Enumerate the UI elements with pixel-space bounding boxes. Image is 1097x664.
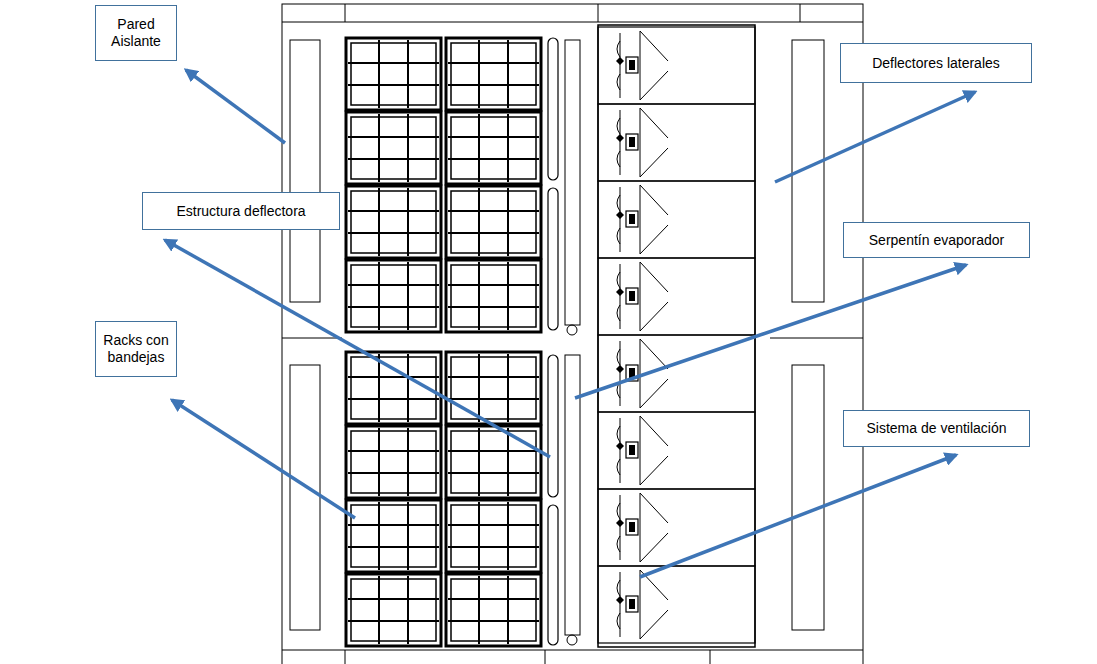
leader-arrow [775, 92, 975, 182]
tray [446, 260, 541, 332]
callout-box: Pared Aislante [95, 5, 177, 61]
tray [446, 112, 541, 184]
callout-box: Serpentín evaporador [843, 222, 1030, 258]
tray [446, 500, 541, 572]
wall-tab [345, 4, 346, 22]
outer-wall [282, 4, 863, 664]
leader-arrow [575, 265, 966, 398]
tray [346, 38, 441, 110]
side-deflector [290, 40, 320, 302]
callout-label: Estructura deflectora [176, 203, 305, 220]
callout-label: Racks con bandejas [102, 332, 170, 366]
tray [346, 574, 441, 646]
side-deflector [792, 365, 824, 630]
leader-arrow [165, 240, 550, 457]
side-deflector [290, 365, 320, 630]
wall-tab [800, 4, 801, 22]
wall-tab [345, 650, 346, 664]
leader-arrow [172, 400, 355, 518]
callout-box: Sistema de ventilación [843, 410, 1030, 447]
tray [446, 352, 541, 424]
deflector-structure [548, 38, 558, 645]
tray [446, 38, 541, 110]
callout-box: Estructura deflectora [142, 192, 340, 230]
inner-wall-line [282, 22, 863, 23]
leader-arrows [165, 70, 975, 577]
tray [446, 186, 541, 258]
tray [346, 186, 441, 258]
callout-label: Deflectores laterales [872, 55, 1000, 72]
tray [446, 426, 541, 498]
leader-arrow [186, 70, 285, 143]
leader-arrow [640, 455, 956, 577]
wall-tab [598, 4, 599, 22]
wall-tab [710, 650, 711, 664]
evaporator-coil [565, 40, 580, 645]
tray [346, 112, 441, 184]
callout-label: Sistema de ventilación [866, 420, 1006, 437]
wall-tab [545, 650, 546, 664]
wall-divider [282, 338, 342, 339]
inner-wall-line [282, 650, 863, 651]
tray [346, 260, 441, 332]
tray-racks [346, 38, 541, 646]
ventilation-system [598, 25, 755, 647]
callout-label: Pared Aislante [102, 16, 170, 50]
callout-box: Deflectores laterales [840, 43, 1032, 83]
callout-box: Racks con bandejas [95, 321, 177, 377]
tray [346, 426, 441, 498]
wall-divider [770, 338, 863, 339]
callout-label: Serpentín evaporador [869, 232, 1004, 249]
tray [446, 574, 541, 646]
tray [346, 500, 441, 572]
